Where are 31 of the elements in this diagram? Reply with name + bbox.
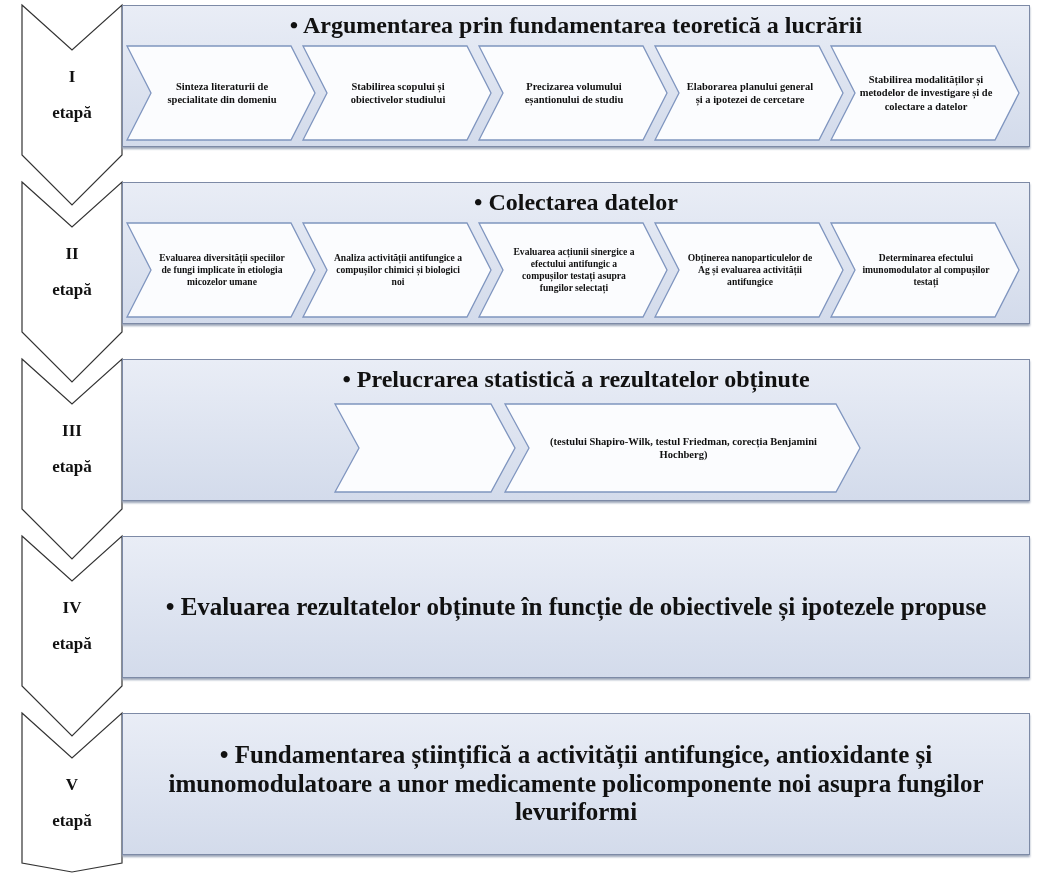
- step-text: Obținerea nanoparticulelor de Ag și evaluarea activității antifungice: [686, 252, 814, 288]
- step-text: Elaborarea planului general și a ipotezei de cercetare: [685, 79, 815, 107]
- stage-heading: • Fundamentarea științifică a activității antifungice, antioxidante și imunomodulatoare a unor medicamente policomponente noi asupra fungilor levuriformi: [167, 740, 985, 828]
- stage-number: II: [64, 244, 80, 264]
- stage-number: IV: [61, 598, 83, 618]
- step-text: Evaluarea acțiunii sinergice a efectului antifungic a compușilor testați asupra fungilor selectați: [512, 246, 636, 294]
- stage-heading: • Argumentarea prin fundamentarea teoretică a lucrării: [288, 12, 864, 40]
- stage-label: etapă: [51, 280, 93, 300]
- stage-panel: [122, 713, 1030, 855]
- step-text: Sinteza literaturii de specialitate din domeniu: [166, 79, 278, 107]
- step-text: (testului Shapiro-Wilk, testul Friedman, corecția Benjamini Hochberg): [549, 434, 818, 462]
- step-text: Evaluarea diversității speciilor de fungi implicate în etiologia micozelor umane: [158, 252, 286, 288]
- step-text: Stabilirea modalităților și metodelor de investigare și de colectare a datelor: [859, 73, 993, 113]
- stage-label: etapă: [51, 103, 93, 123]
- stage-label: etapă: [51, 811, 93, 831]
- stage-number: III: [61, 421, 83, 441]
- step-text: Determinarea efectului imunomodulator al compușilor testați: [861, 252, 991, 288]
- stage-number: V: [64, 775, 80, 795]
- stage-label: etapă: [51, 634, 93, 654]
- step-text: Stabilirea scopului și obiectivelor studiului: [349, 79, 447, 107]
- stage-panel: [122, 5, 1030, 147]
- step-text: Precizarea volumului eșantionului de studiu: [523, 79, 625, 107]
- stage-number: I: [67, 67, 77, 87]
- stage-panel: [122, 182, 1030, 324]
- stage-label: etapă: [51, 457, 93, 477]
- stage-heading: • Prelucrarea statistică a rezultatelor obținute: [341, 366, 811, 394]
- stage-panel: [122, 359, 1030, 501]
- step-text: Analiza activității antifungice a compușilor chimici și biologici noi: [332, 252, 464, 288]
- stage-heading: • Evaluarea rezultatelor obținute în funcție de obiectivele și ipotezele propuse: [165, 592, 987, 622]
- stage-panel: [122, 536, 1030, 678]
- stage-heading: • Colectarea datelor: [473, 189, 679, 217]
